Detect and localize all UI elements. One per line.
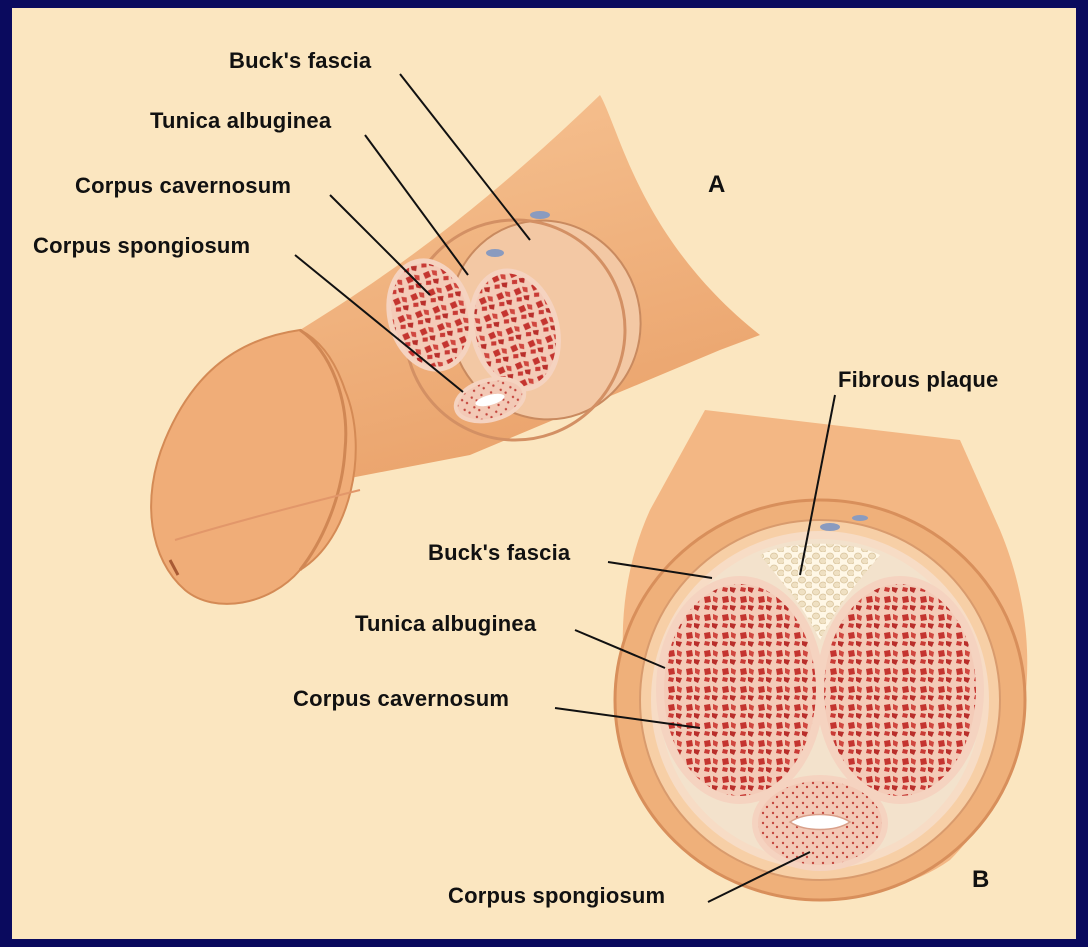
label-b-corpus-cavernosum: Corpus cavernosum — [293, 686, 509, 712]
label-a-corpus-cavernosum: Corpus cavernosum — [75, 173, 291, 199]
label-a-corpus-spongiosum: Corpus spongiosum — [33, 233, 250, 259]
label-a-tunica-albuginea: Tunica albuginea — [150, 108, 331, 134]
panel-letter-b: B — [972, 866, 990, 894]
label-b-corpus-spongiosum: Corpus spongiosum — [448, 883, 665, 909]
figure-b-cross-section — [615, 410, 1027, 900]
label-b-tunica-albuginea: Tunica albuginea — [355, 611, 536, 637]
panel-letter-a: A — [708, 171, 726, 199]
label-a-bucks-fascia: Buck's fascia — [229, 48, 371, 74]
label-b-fibrous-plaque: Fibrous plaque — [838, 367, 998, 393]
label-b-bucks-fascia: Buck's fascia — [428, 540, 570, 566]
